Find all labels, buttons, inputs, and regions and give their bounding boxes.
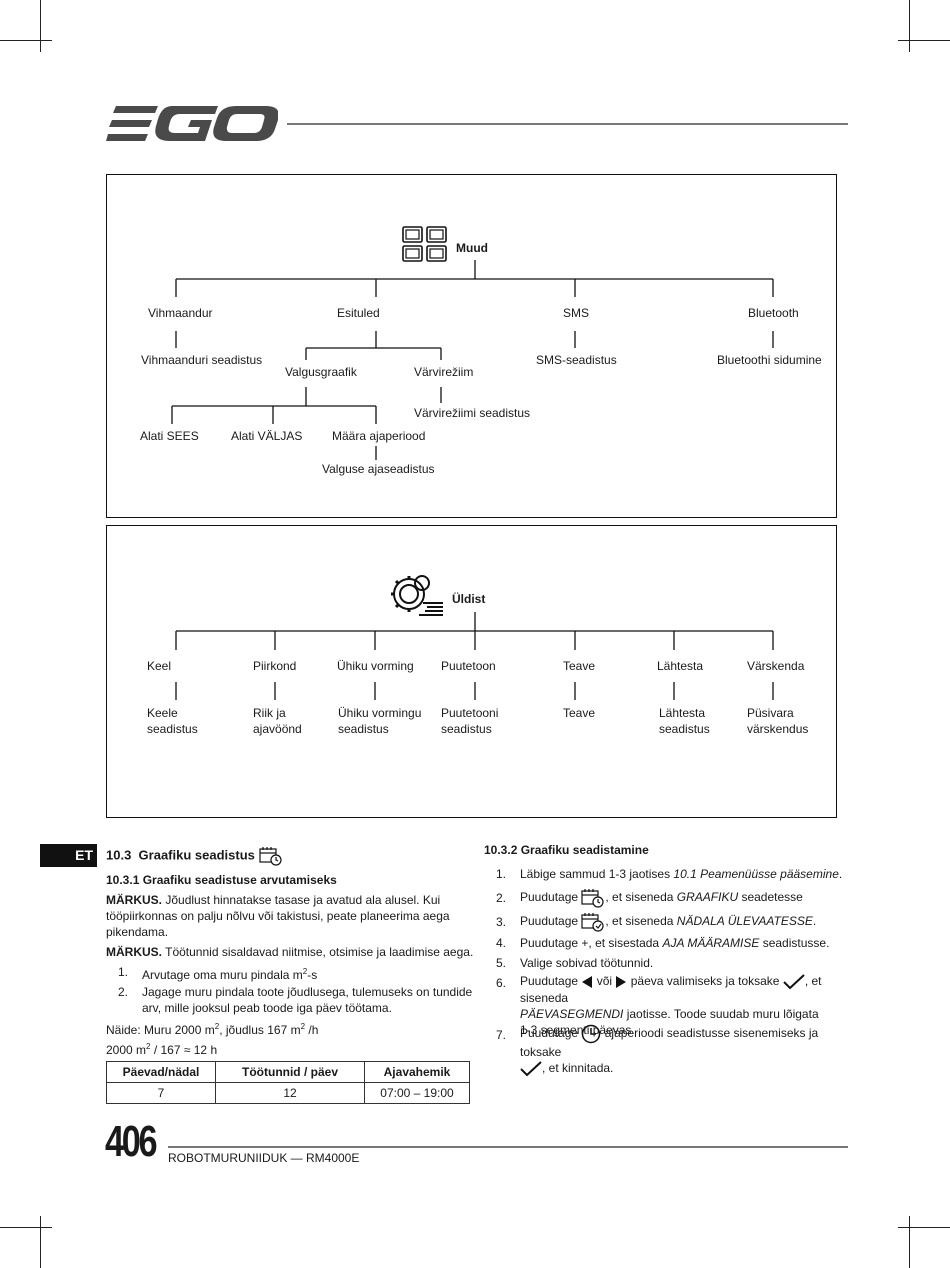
triangle-left-icon <box>582 975 593 988</box>
ego-logo <box>106 106 278 141</box>
crop-mark <box>909 0 910 52</box>
step-2: Puudutage , et siseneda GRAAFIKU seadete… <box>520 888 803 908</box>
crop-mark <box>909 1216 910 1268</box>
footer-rule <box>168 1146 848 1148</box>
calc-text: 2000 m2 / 167 ≈ 12 h <box>106 1042 218 1057</box>
page-number: 406 <box>105 1117 158 1166</box>
menu-tree-other <box>106 174 837 518</box>
checkmark-icon <box>520 1061 542 1077</box>
tree-node-region: Piirkond <box>253 659 297 673</box>
step-divide: Jagage muru pindala toote jõudlusega, tu… <box>142 985 473 1015</box>
tree-node-always-off: Alati VÄLJAS <box>231 429 303 443</box>
tree-leaf-info: Teave <box>563 706 596 720</box>
table-cell: 12 <box>215 1082 365 1104</box>
tree-node-rain-setup: Vihmaanduri seadistus <box>141 353 263 367</box>
table-header: Ajavahemik <box>364 1061 470 1083</box>
step-number: 4. <box>496 936 507 950</box>
step-5: Valige sobivad töötunnid. <box>520 956 654 970</box>
step-number: 3. <box>496 915 507 929</box>
calendar-clock-icon <box>258 847 282 866</box>
tree-node-update: Värskenda <box>747 659 805 673</box>
tree-node-lights: Esituled <box>337 306 380 320</box>
tree-node-light-graph: Valgusgraafik <box>285 365 357 379</box>
tree-node-bluetooth: Bluetooth <box>748 306 799 320</box>
tree-node-unit-format: Ühiku vorming <box>337 659 414 673</box>
tree-node-color-mode: Värvirežiim <box>414 365 474 379</box>
table-header-row: Päevad/nädal Töötunnid / päev Ajavahemik <box>106 1061 470 1083</box>
crop-mark <box>0 40 52 41</box>
tree-node-light-time: Valguse ajaseadistus <box>322 462 435 476</box>
tree-node-touch-tone: Puutetoon <box>441 659 496 673</box>
step-6: Puudutage või päeva valimiseks ja toksak… <box>520 974 822 1037</box>
week-overview-icon <box>581 913 604 932</box>
step-number: 5. <box>496 956 507 970</box>
note-work-hours: MÄRKUS. Töötunnid sisaldavad niitmise, o… <box>106 945 474 959</box>
crop-mark <box>40 1216 41 1268</box>
step-3: Puudutage , et siseneda NÄDALA ÜLEVAATES… <box>520 912 816 932</box>
step-calc-area: Arvutage oma muru pindala m2-s <box>142 967 318 982</box>
tree-node-set-period: Määra ajaperiood <box>332 429 426 443</box>
tree-node-reset: Lähtesta <box>657 659 704 673</box>
table-cell: 7 <box>106 1082 216 1104</box>
crop-mark <box>40 0 41 52</box>
step-number: 2. <box>118 985 129 999</box>
header-rule <box>287 123 848 125</box>
triangle-right-icon <box>616 975 627 988</box>
step-7: Puudutage ajaperioodi seadistusse sisene… <box>520 1024 855 1077</box>
apps-grid-icon <box>402 226 447 262</box>
tree-node-rain: Vihmaandur <box>148 306 213 320</box>
tree-root-other: Muud <box>456 241 488 255</box>
tree-node-color-setup: Värvirežiimi seadistus <box>414 406 531 420</box>
calendar-clock-icon <box>581 889 604 908</box>
schedule-table: Päevad/nädal Töötunnid / päev Ajavahemik… <box>106 1061 470 1104</box>
settings-gears-icon <box>391 575 443 616</box>
step-4: Puudutage +, et sisestada AJA MÄÄRAMISE … <box>520 936 830 950</box>
table-row: 7 12 07:00 – 19:00 <box>106 1082 470 1104</box>
step-1: Läbige sammud 1-3 jaotises 10.1 Peamenüü… <box>520 867 843 881</box>
note-performance: MÄRKUS. Jõudlust hinnatakse tasase ja av… <box>106 893 450 939</box>
step-number: 6. <box>496 976 507 990</box>
subsection-heading-calc: 10.3.1 Graafiku seadistuse arvutamiseks <box>106 873 337 887</box>
step-number: 1. <box>496 867 507 881</box>
tree-node-always-on: Alati SEES <box>140 429 199 443</box>
subsection-heading-setup: 10.3.2 Graafiku seadistamine <box>484 843 649 857</box>
tree-node-sms: SMS <box>563 306 590 320</box>
menu-tree-general <box>106 525 837 818</box>
tree-node-info: Teave <box>563 659 596 673</box>
tree-node-language: Keel <box>147 659 172 673</box>
step-number: 7. <box>496 1028 507 1042</box>
table-header: Töötunnid / päev <box>215 1061 365 1083</box>
language-tab: ET <box>40 844 97 867</box>
step-number: 1. <box>118 965 129 979</box>
tree-root-general: Üldist <box>452 592 486 606</box>
example-text: Näide: Muru 2000 m2, jõudlus 167 m2 /h <box>106 1022 319 1037</box>
section-heading: 10.3 Graafiku seadistus <box>106 846 283 866</box>
clock-icon <box>582 1024 601 1044</box>
crop-mark <box>0 1227 52 1228</box>
tree-node-sms-setup: SMS-seadistus <box>536 353 617 367</box>
crop-mark <box>898 40 950 41</box>
crop-mark <box>898 1227 950 1228</box>
checkmark-icon <box>783 974 805 990</box>
table-header: Päevad/nädal <box>106 1061 216 1083</box>
tree-node-bt-pair: Bluetoothi sidumine <box>717 353 822 367</box>
table-cell: 07:00 – 19:00 <box>364 1082 470 1104</box>
footer-product: ROBOTMURUNIIDUK — RM4000E <box>168 1151 360 1165</box>
step-number: 2. <box>496 891 507 905</box>
